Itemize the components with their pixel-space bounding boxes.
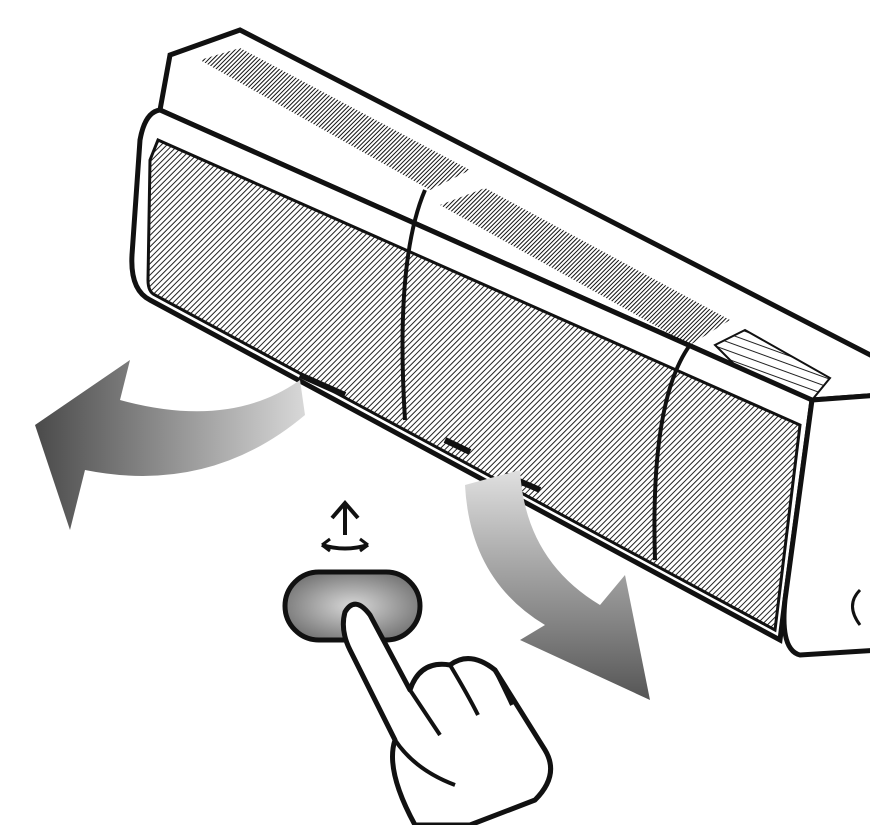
pointing-hand-icon (343, 604, 550, 825)
air-swing-icon (322, 503, 368, 551)
airflow-arrow-left-icon (35, 360, 305, 530)
